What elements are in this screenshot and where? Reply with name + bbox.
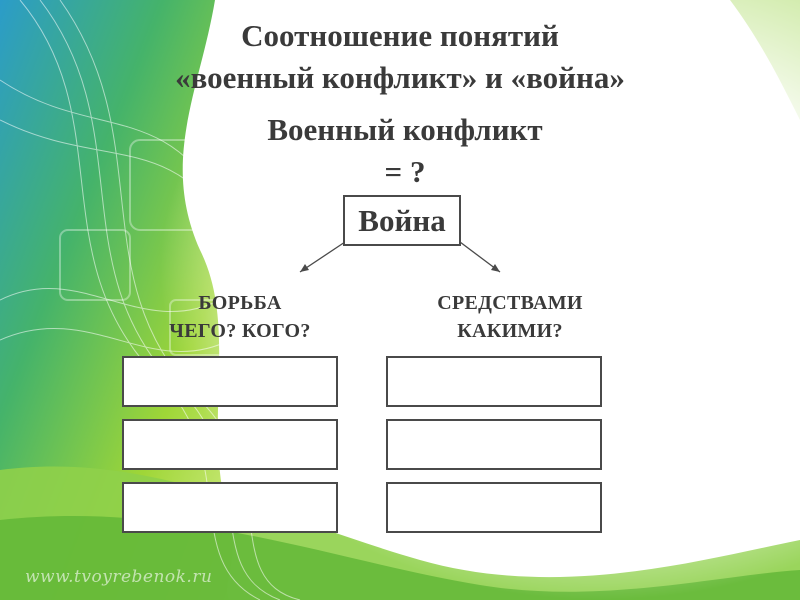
right-answer-box-2[interactable] bbox=[386, 419, 602, 470]
right-answer-box-1[interactable] bbox=[386, 356, 602, 407]
left-answer-box-2[interactable] bbox=[122, 419, 338, 470]
right-heading-line-1: СРЕДСТВАМИ bbox=[437, 292, 583, 314]
slide-title-line-1: Соотношение понятий bbox=[241, 18, 559, 53]
slide-title-line-2: «военный конфликт» и «война» bbox=[175, 60, 625, 95]
left-answer-box-1[interactable] bbox=[122, 356, 338, 407]
left-answer-box-3[interactable] bbox=[122, 482, 338, 533]
war-concept-box: Война bbox=[343, 195, 461, 246]
subtitle-line-2: = ? bbox=[384, 154, 426, 189]
left-heading-line-2: ЧЕГО? КОГО? bbox=[169, 320, 311, 342]
right-answer-box-3[interactable] bbox=[386, 482, 602, 533]
right-heading-line-2: КАКИМИ? bbox=[457, 320, 563, 342]
subtitle-line-1: Военный конфликт bbox=[267, 112, 543, 147]
left-heading-line-1: БОРЬБА bbox=[198, 292, 282, 314]
site-watermark: www.tvoyrebenok.ru bbox=[25, 567, 213, 587]
